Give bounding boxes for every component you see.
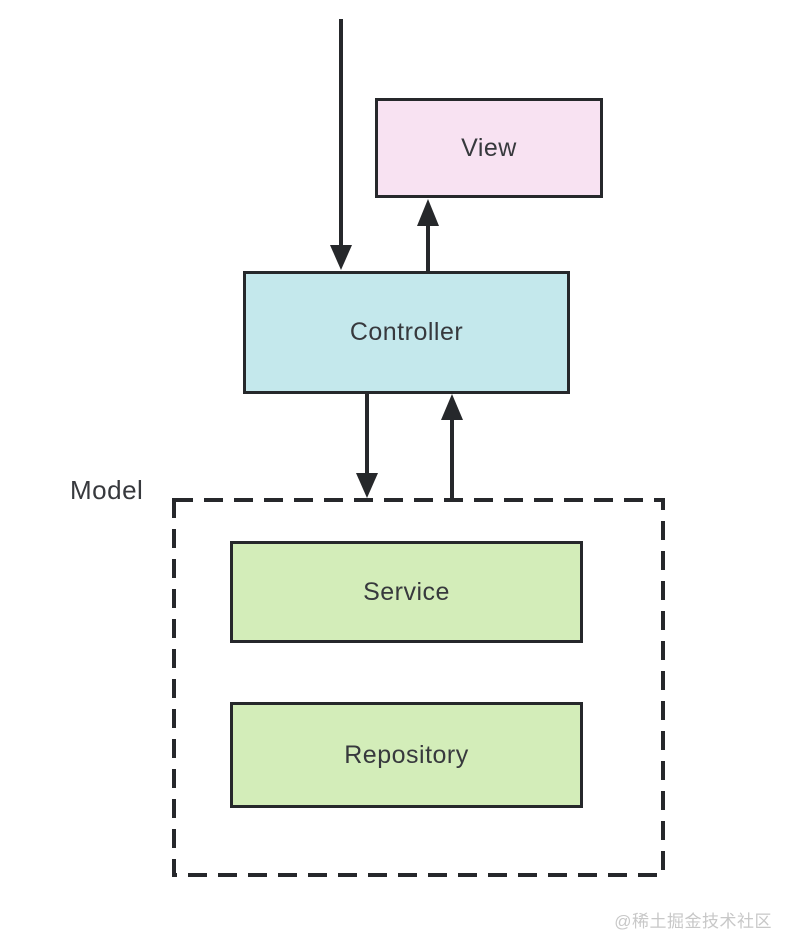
arrow-model-to-controller-head bbox=[441, 394, 463, 420]
controller-node-label: Controller bbox=[349, 318, 464, 346]
arrow-model-to-controller bbox=[441, 394, 463, 498]
model-group-label: Model bbox=[70, 475, 144, 505]
controller-node: Controller bbox=[243, 271, 570, 394]
watermark-text: @稀土掘金技术社区 bbox=[614, 912, 772, 931]
repository-node-label: Repository bbox=[344, 740, 469, 769]
service-node-label: Service bbox=[363, 577, 450, 606]
model-group-boundary bbox=[172, 498, 665, 877]
arrow-controller-to-model-head bbox=[356, 473, 378, 498]
repository-node: Repository bbox=[230, 702, 583, 808]
arrow-top-to-controller-head bbox=[330, 245, 352, 270]
view-node-label: View bbox=[461, 133, 517, 162]
arrow-top-to-controller bbox=[330, 19, 352, 270]
arrow-controller-to-model bbox=[356, 394, 378, 498]
arrow-controller-to-view-head bbox=[417, 199, 439, 226]
view-node: View bbox=[375, 98, 603, 198]
service-node: Service bbox=[230, 541, 583, 643]
arrow-controller-to-view bbox=[417, 199, 439, 271]
